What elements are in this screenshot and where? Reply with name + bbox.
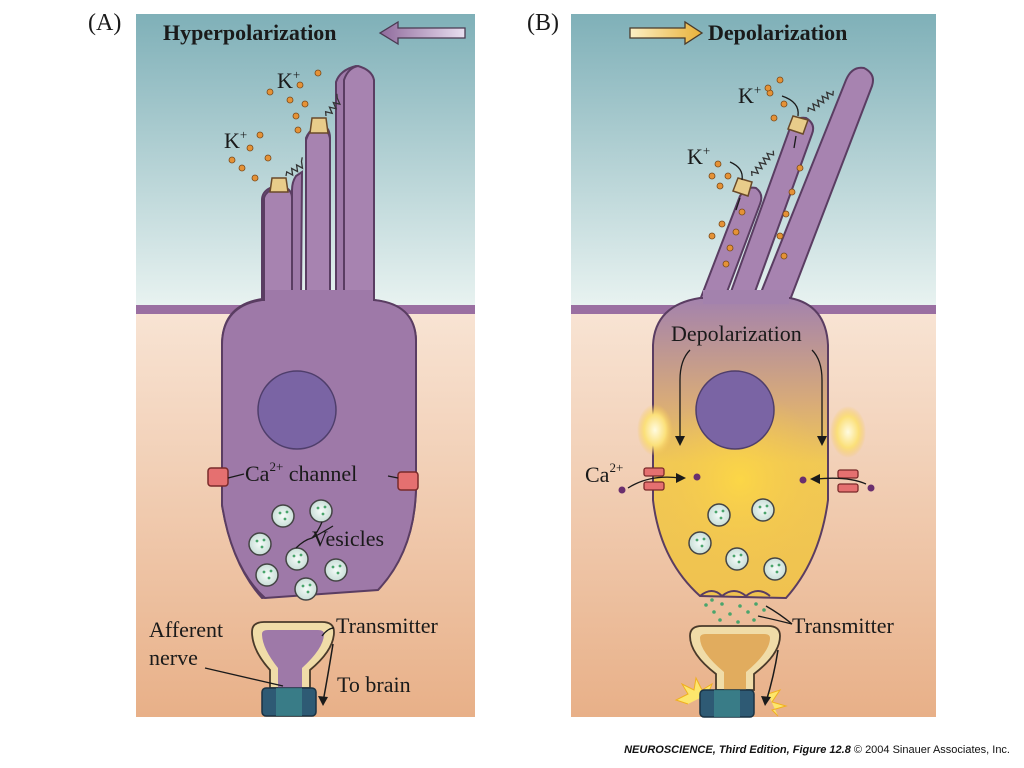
panel-a-letter: (A) [88, 10, 122, 36]
vesicles-label: Vesicles [312, 526, 384, 551]
calcium-influx-glow [637, 404, 673, 456]
k-label-lower: K+ [224, 127, 247, 153]
spike-burst-icon [767, 689, 788, 717]
nucleus [695, 370, 775, 450]
tip-link-spring [750, 150, 775, 177]
panel-a: Hyperpolarization K+ K+ [136, 14, 475, 717]
synaptic-vesicles [248, 499, 348, 601]
nerve-label: nerve [149, 645, 198, 670]
vesicle-transmitter-dots [695, 504, 781, 574]
k-label-upper: K+ [277, 67, 300, 93]
stereocilium-short [263, 184, 293, 300]
mechanotransduction-channel-icon [269, 117, 329, 193]
calcium-ions [618, 473, 875, 494]
mechanotransduction-channel-icon [732, 115, 809, 197]
ca-channel-label: Ca2+ channel [245, 459, 357, 486]
stereocilium-tall [343, 64, 375, 300]
cell-soma [221, 299, 417, 600]
panel-b: Depolarization K+ K+ [571, 14, 936, 718]
tip-link-spring [807, 90, 834, 113]
tip-link-spring [285, 157, 304, 177]
credit-copyright: © 2004 Sinauer Associates, Inc. [853, 744, 1010, 756]
calcium-influx-glow [830, 406, 866, 458]
panel-b-header: Depolarization [708, 20, 847, 45]
depolarization-label: Depolarization [671, 321, 802, 346]
released-transmitter [704, 598, 766, 624]
left-arrow-icon [378, 20, 466, 46]
credit-title: NEUROSCIENCE, Third Edition, Figure 12.8 [624, 744, 851, 756]
stereocilium-middle [305, 124, 331, 300]
nucleus [257, 370, 337, 450]
synaptic-vesicles [688, 498, 787, 581]
vesicle-transmitter-dots [255, 505, 342, 594]
arrow-icon [811, 349, 823, 442]
transmitter-label-b: Transmitter [792, 613, 895, 638]
potassium-ions [708, 76, 804, 268]
calcium-channel-icon [837, 469, 859, 493]
stereocilia-deflected [698, 66, 874, 301]
figure-credit: NEUROSCIENCE, Third Edition, Figure 12.8… [624, 744, 1010, 756]
transmitter-label-a: Transmitter [336, 613, 439, 638]
afferent-terminal-inner [262, 630, 324, 690]
spike-burst-icon [674, 676, 714, 705]
depolarization-glow [652, 390, 828, 570]
tip-link-spring [324, 93, 341, 117]
k-label-upper: K+ [738, 82, 761, 108]
calcium-channel-icon [397, 471, 419, 491]
afferent-label: Afferent [149, 617, 223, 642]
fused-vesicles [699, 590, 771, 598]
calcium-channel-icon [643, 467, 665, 491]
panel-b-letter: (B) [527, 10, 559, 36]
arrow-icon [679, 349, 691, 442]
ca-label: Ca2+ [585, 460, 623, 487]
calcium-channel-icon [207, 467, 229, 487]
potassium-ions [228, 69, 322, 182]
to-brain-label: To brain [337, 672, 411, 697]
panel-a-header: Hyperpolarization [163, 20, 337, 45]
right-arrow-icon [629, 20, 704, 46]
afferent-terminal-inner [700, 634, 770, 692]
k-label-lower: K+ [687, 143, 710, 169]
